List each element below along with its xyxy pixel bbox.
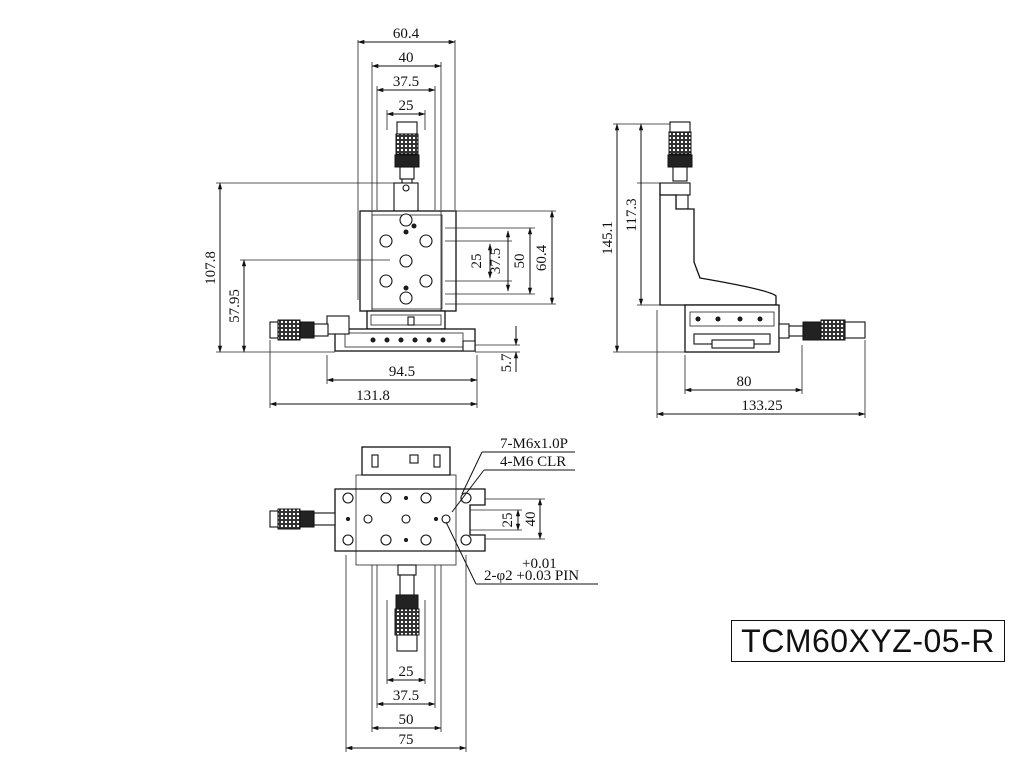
dim-side-80: 80 xyxy=(737,374,752,390)
side-bracket xyxy=(659,183,777,306)
z-micrometer-side xyxy=(667,121,693,182)
y-stage xyxy=(366,310,446,330)
y-micrometer-side xyxy=(778,319,866,341)
dim-bottom-50: 50 xyxy=(399,712,414,728)
dim-top-view-40: 40 xyxy=(523,512,539,527)
side-view: 145.1 117.3 xyxy=(600,121,866,418)
model-label-box: TCM60XYZ-05-R xyxy=(731,620,1005,662)
dim-top-view-25: 25 xyxy=(500,513,516,528)
dim-right-50: 50 xyxy=(512,254,528,269)
pin-label: 2-φ2 +0.03 PIN xyxy=(484,568,579,584)
z-bracket-hole xyxy=(402,184,410,192)
dim-bottom-131.8: 131.8 xyxy=(356,388,390,404)
dim-top-25: 25 xyxy=(399,98,414,114)
dim-top-37.5: 37.5 xyxy=(393,74,419,90)
dim-left-57.95: 57.95 xyxy=(227,289,243,323)
pin-tolerance: +0.01 xyxy=(522,556,557,572)
dim-side-145.1: 145.1 xyxy=(600,221,616,255)
model-label: TCM60XYZ-05-R xyxy=(741,622,995,659)
dim-bottom-37.5: 37.5 xyxy=(393,688,419,704)
z-micrometer xyxy=(394,121,420,188)
dim-right-37.5: 37.5 xyxy=(488,248,504,274)
x-stage-base xyxy=(334,328,476,352)
dim-left-107.8: 107.8 xyxy=(203,251,219,285)
callout-7-m6: 7-M6x1.0P xyxy=(500,436,568,452)
dim-right-60.4: 60.4 xyxy=(534,244,550,271)
dim-bottom-94.5: 94.5 xyxy=(389,364,415,380)
dim-side-133.25: 133.25 xyxy=(741,398,782,414)
dim-right-25: 25 xyxy=(469,254,485,269)
dim-5.7: 5.7 xyxy=(499,353,515,372)
x-micrometer-top xyxy=(269,508,336,530)
dim-top-60.4: 60.4 xyxy=(393,26,420,42)
x-micrometer-front xyxy=(269,319,329,341)
top-view: 7-M6x1.0P 4-M6 CLR 25 40 +0.01 2-φ2 +0.0… xyxy=(269,436,598,752)
callout-4-m6-clr: 4-M6 CLR xyxy=(500,454,566,470)
dim-bottom-25: 25 xyxy=(399,664,414,680)
dim-bottom-75: 75 xyxy=(399,732,414,748)
y-micrometer-top xyxy=(394,564,420,652)
dim-top-40: 40 xyxy=(399,50,414,66)
front-view: 60.4 40 37.5 25 xyxy=(203,26,556,408)
dim-side-117.3: 117.3 xyxy=(624,198,640,231)
